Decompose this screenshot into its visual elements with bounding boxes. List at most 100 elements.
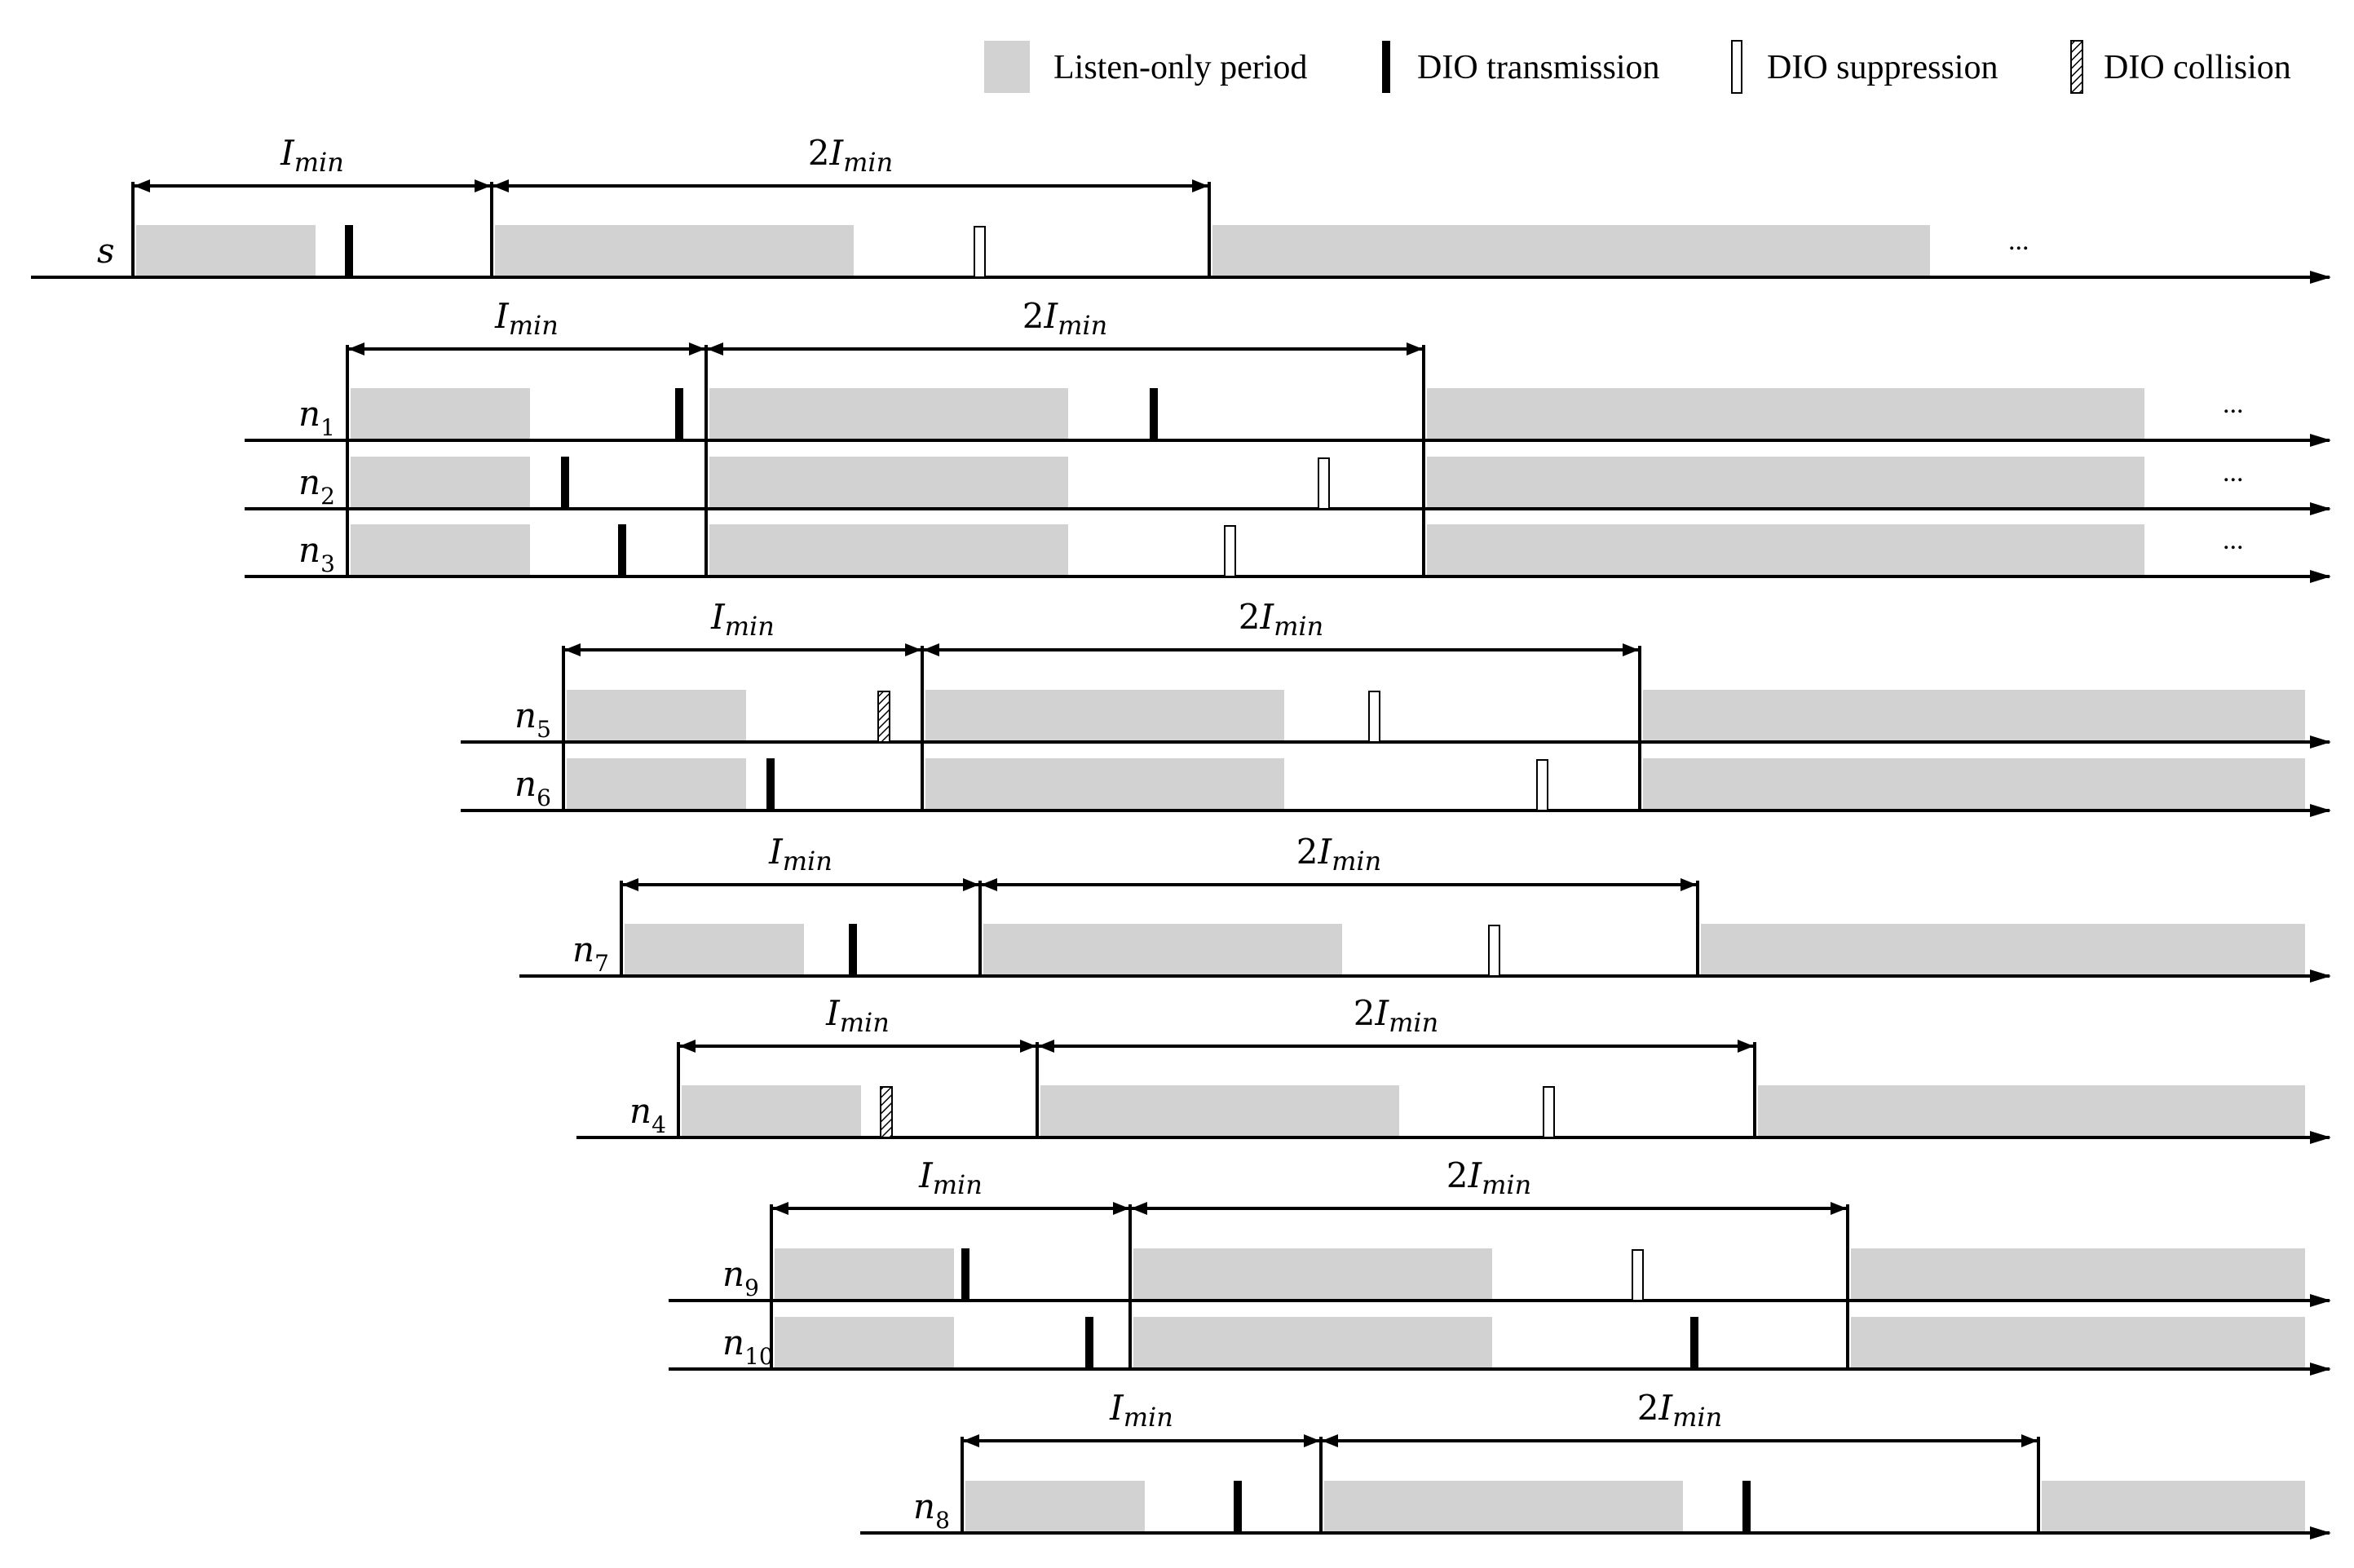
dio-transmission-mark (675, 388, 683, 440)
listen-only-block (1643, 758, 2305, 809)
double-imin-label: 2Imin (1296, 832, 1382, 877)
dio-transmission-mark (1742, 1481, 1751, 1533)
legend-label-transmission: DIO transmission (1417, 49, 1660, 86)
listen-only-block (625, 924, 804, 974)
listen-only-block (351, 524, 530, 575)
listen-only-block (567, 758, 746, 809)
dio-suppression-mark (1543, 1086, 1555, 1138)
node-label-n2: n2 (298, 462, 335, 510)
imin-label: Imin (825, 993, 890, 1038)
listen-only-block (682, 1085, 861, 1136)
listen-only-block (495, 225, 854, 276)
listen-only-block (1427, 524, 2144, 575)
dio-transmission-mark (345, 225, 353, 277)
double-imin-label: 2Imin (1354, 993, 1439, 1038)
dio-suppression-mark (1224, 525, 1236, 577)
imin-label: Imin (710, 597, 775, 642)
dio-transmission-mark (766, 758, 775, 811)
dio-transmission-mark (561, 457, 569, 509)
dio-suppression-mark (1536, 759, 1548, 811)
dio-transmission-mark (1234, 1481, 1242, 1533)
dio-transmission-mark (1150, 388, 1158, 440)
listen-only-block (2042, 1481, 2305, 1531)
legend-swatch-transmission (1382, 41, 1390, 93)
node-label-n7: n7 (572, 930, 609, 977)
timeline-row-n9: n9 Imin 2Imin (669, 1155, 2331, 1307)
imin-label: Imin (1109, 1388, 1173, 1433)
dio-collision-mark (880, 1086, 893, 1138)
timeline-row-n3: n3... (245, 503, 2331, 583)
listen-only-block (1133, 1248, 1492, 1299)
legend-swatch-suppression (1731, 40, 1742, 94)
imin-label: Imin (918, 1155, 983, 1200)
listen-only-block (1427, 388, 2144, 439)
listen-only-block (1643, 690, 2305, 740)
legend-swatch-collision (2070, 40, 2083, 94)
listen-only-block (1133, 1317, 1492, 1367)
continuation-ellipsis: ... (2223, 389, 2244, 419)
node-label-n9: n9 (722, 1254, 759, 1301)
timeline-row-n5: n5 Imin 2Imin (461, 597, 2331, 749)
continuation-ellipsis: ... (2008, 226, 2029, 256)
node-label-n5: n5 (515, 696, 551, 743)
dio-transmission-mark (618, 524, 626, 576)
listen-only-block (1212, 225, 1930, 276)
dio-collision-mark (877, 691, 890, 743)
double-imin-label: 2Imin (1022, 296, 1108, 341)
double-imin-label: 2Imin (1637, 1388, 1723, 1433)
listen-only-block (136, 225, 316, 276)
node-label-n10: n10 (722, 1323, 774, 1370)
listen-only-block (567, 690, 746, 740)
dio-suppression-mark (1488, 925, 1500, 977)
timeline-row-n2: n2... (245, 435, 2331, 515)
double-imin-label: 2Imin (1446, 1155, 1532, 1200)
listen-only-block (775, 1317, 954, 1367)
listen-only-block (709, 388, 1068, 439)
listen-only-block (1851, 1317, 2305, 1367)
listen-only-block (1851, 1248, 2305, 1299)
imin-label: Imin (768, 832, 833, 877)
imin-label: Imin (494, 296, 559, 341)
continuation-ellipsis: ... (2223, 525, 2244, 555)
imin-label: Imin (280, 133, 344, 178)
legend-label-suppression: DIO suppression (1767, 49, 1998, 86)
dio-transmission-mark (961, 1248, 969, 1301)
listen-only-block (1040, 1085, 1399, 1136)
listen-only-block (1758, 1085, 2305, 1136)
timeline-row-n10: n10 (669, 1296, 2331, 1376)
dio-suppression-mark (1368, 691, 1380, 743)
listen-only-block (709, 524, 1068, 575)
node-label-n1: n1 (298, 394, 335, 441)
legend: Listen-only period DIO transmission DIO … (984, 40, 2291, 94)
node-label-n6: n6 (515, 764, 551, 811)
dio-transmission-mark (1690, 1317, 1698, 1369)
node-label-s: s (97, 231, 115, 271)
listen-only-block (983, 924, 1342, 974)
listen-only-block (965, 1481, 1145, 1531)
dio-suppression-mark (974, 226, 986, 278)
double-imin-label: 2Imin (1239, 597, 1324, 642)
timeline-row-n4: n4 Imin 2Imin (576, 993, 2331, 1144)
node-label-n4: n4 (629, 1091, 666, 1138)
listen-only-block (351, 388, 530, 439)
listen-only-block (1701, 924, 2305, 974)
listen-only-block (775, 1248, 954, 1299)
node-label-n8: n8 (913, 1486, 950, 1534)
listen-only-block (925, 758, 1284, 809)
legend-label-listen-only: Listen-only period (1053, 49, 1307, 86)
legend-swatch-listen-only (984, 41, 1030, 93)
dio-transmission-mark (849, 924, 857, 976)
dio-suppression-mark (1632, 1249, 1644, 1301)
timeline-row-n6: n6 (461, 737, 2331, 817)
listen-only-block (1324, 1481, 1683, 1531)
timeline-row-n8: n8 Imin 2Imin (860, 1388, 2331, 1539)
legend-label-collision: DIO collision (2104, 49, 2291, 86)
listen-only-block (1427, 457, 2144, 507)
timeline-row-n1: n1... Imin 2Imin (245, 296, 2331, 447)
timeline-row-n7: n7 Imin 2Imin (519, 832, 2331, 983)
dio-suppression-mark (1318, 457, 1330, 510)
listen-only-block (925, 690, 1284, 740)
